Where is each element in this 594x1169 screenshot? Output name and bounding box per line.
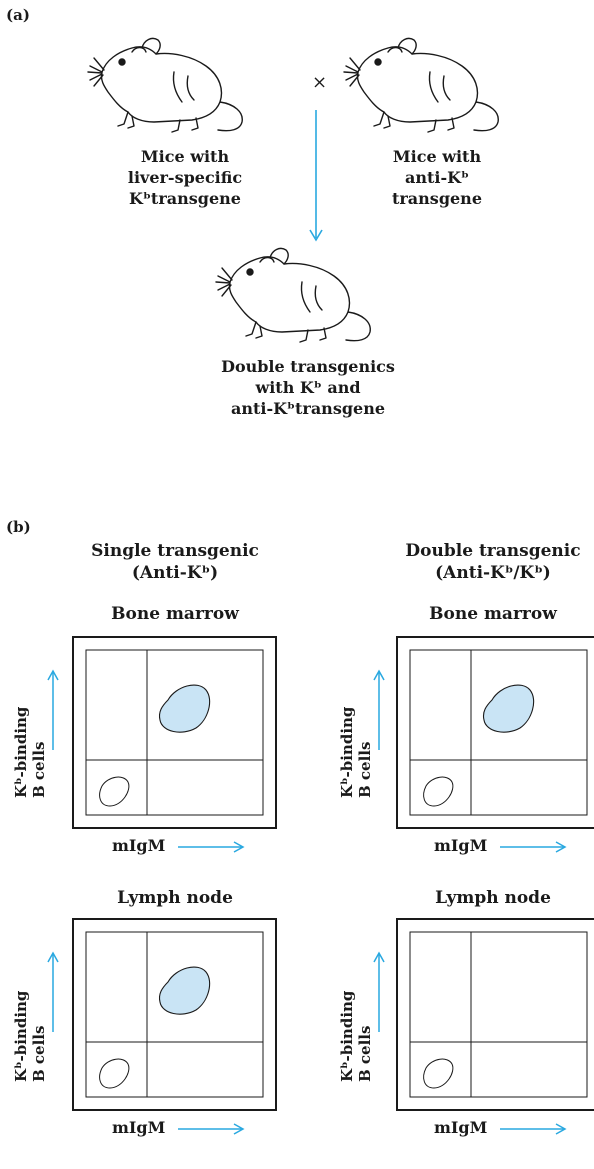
inner-frame [409, 931, 588, 1098]
low-population-cluster [423, 1058, 454, 1089]
arrow-icon [309, 110, 323, 242]
outer-frame [72, 918, 277, 1111]
mouse-icon [343, 37, 499, 133]
bone-marrow-title-left: Bone marrow [111, 604, 239, 624]
flow-plot-single-lymph-node [72, 918, 277, 1111]
quadrant-plot-svg [72, 918, 277, 1111]
low-population-cluster [423, 776, 454, 807]
x-arrow-icon [500, 841, 567, 853]
outer-frame [72, 636, 277, 829]
y-arrow-icon [373, 951, 385, 1032]
single-transgenic-title: Single transgenic (Anti-Kᵇ) [91, 541, 259, 583]
x-axis-label-2: mIgM [434, 836, 488, 855]
inner-frame [85, 649, 264, 816]
right-parent-caption: Mice with anti-Kᵇ transgene [391, 147, 482, 208]
flow-plot-single-bone-marrow [72, 636, 277, 829]
y-arrow-icon [47, 669, 59, 750]
kb-binding-population-cluster [482, 684, 535, 733]
mouse-icon [215, 247, 371, 343]
x-arrow-icon [178, 1123, 245, 1135]
low-population-cluster [99, 776, 130, 807]
x-axis-label-1: mIgM [112, 836, 166, 855]
x-arrow-icon [178, 841, 245, 853]
lymph-node-title-right: Lymph node [435, 888, 551, 908]
panel-b-label: (b) [6, 518, 31, 536]
left-parent-caption: Mice with liver-specific Kᵇtransgene [127, 147, 243, 208]
outer-frame [396, 918, 594, 1111]
low-population-cluster [99, 1058, 130, 1089]
mouse-icon [87, 37, 243, 133]
flow-plot-double-lymph-node [396, 918, 594, 1111]
x-axis-label-3: mIgM [112, 1118, 166, 1137]
lymph-node-title-left: Lymph node [117, 888, 233, 908]
x-arrow-icon [500, 1123, 567, 1135]
panel-a-label: (a) [6, 6, 30, 24]
inner-frame [409, 649, 588, 816]
kb-binding-population-cluster [158, 684, 211, 733]
offspring-caption: Double transgenics with Kᵇ and anti-Kᵇtr… [221, 357, 395, 418]
cross-symbol: × [312, 72, 328, 93]
quadrant-plot-svg [396, 636, 594, 829]
inner-frame [85, 931, 264, 1098]
outer-frame [396, 636, 594, 829]
bone-marrow-title-right: Bone marrow [429, 604, 557, 624]
x-axis-label-4: mIgM [434, 1118, 488, 1137]
quadrant-plot-svg [72, 636, 277, 829]
quadrant-plot-svg [396, 918, 594, 1111]
kb-binding-population-cluster [158, 966, 211, 1015]
y-arrow-icon [373, 669, 385, 750]
double-transgenic-title: Double transgenic (Anti-Kᵇ/Kᵇ) [405, 541, 581, 583]
flow-plot-double-bone-marrow [396, 636, 594, 829]
y-arrow-icon [47, 951, 59, 1032]
